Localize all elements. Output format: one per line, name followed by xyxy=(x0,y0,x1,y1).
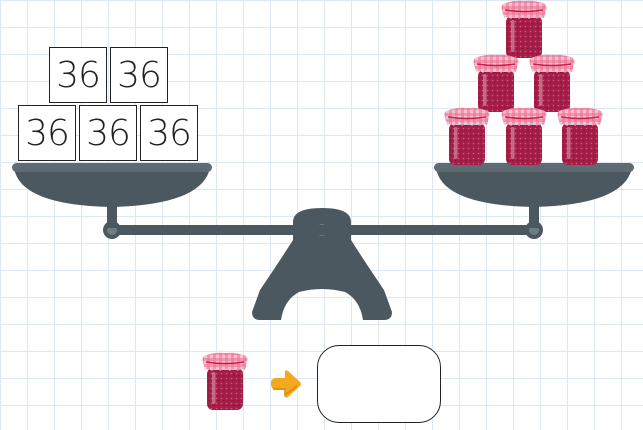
right-pan xyxy=(434,163,634,207)
number-block: 36 xyxy=(18,105,76,161)
jam-jar-icon xyxy=(558,108,603,165)
answer-input[interactable] xyxy=(318,346,444,424)
jam-jar-icon xyxy=(502,108,547,165)
jam-jar-icon xyxy=(445,108,490,165)
scale-stand xyxy=(252,208,392,320)
jam-jar-icon xyxy=(203,353,248,410)
number-block: 36 xyxy=(110,47,168,103)
left-pan xyxy=(12,163,212,207)
jam-jar-icon xyxy=(474,55,519,112)
jam-jar-icon xyxy=(530,55,575,112)
jam-jar-icon xyxy=(502,1,547,58)
arrow-right-icon xyxy=(271,370,301,398)
number-block: 36 xyxy=(140,105,198,161)
jar-stack xyxy=(445,1,603,165)
number-block: 36 xyxy=(49,47,107,103)
number-block: 36 xyxy=(79,105,137,161)
answer-box[interactable] xyxy=(317,345,441,423)
